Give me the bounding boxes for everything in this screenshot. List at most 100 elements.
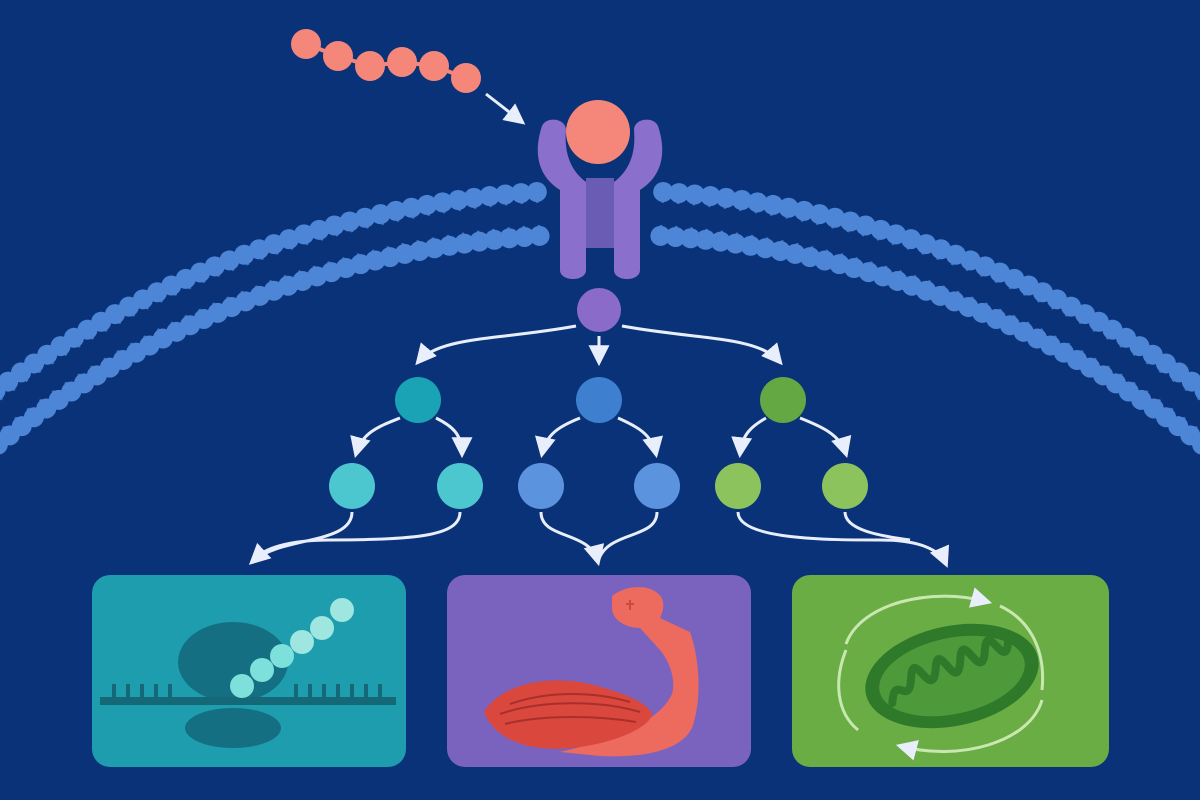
peptide-bead [290,630,314,654]
lipid-head [665,226,686,247]
ligand-bead [355,51,385,81]
lipid-head [740,235,761,256]
lipid-head [901,229,922,250]
lipid-head [755,238,776,259]
lipid-head [725,233,746,254]
lipid-head [653,181,674,202]
lipid-head [1194,382,1200,400]
peptide-bead [230,674,254,698]
lipid-head [695,229,716,250]
lipid-head [401,197,422,218]
lipid-head [424,238,445,259]
teal-kinase-node [395,377,441,423]
lipid-head [511,183,532,204]
adaptor-node [577,288,621,332]
lipid-head [463,187,484,208]
muscle-fibers [499,693,641,725]
cell-membrane [0,181,1200,455]
peptide-bead [330,598,354,622]
lipid-head [716,187,737,208]
receptor-right-arm [614,119,663,279]
lipid-head [763,194,784,215]
lipid-head [824,207,845,228]
lipid-head [355,207,376,228]
cycle-arrow-top [844,587,993,645]
ligand-bead [419,51,449,81]
cycle-arrow-left [837,649,859,732]
cycle-arrow-bottom [895,699,1044,761]
lipid-head [650,225,671,246]
blue-kinase-node [576,377,622,423]
green-effector-node-right [822,463,868,509]
lipid-head [526,181,547,202]
lipid-head [1192,434,1200,455]
teal-effector-node-left [329,463,375,509]
lipid-head [710,231,731,252]
blue-branch [518,377,680,509]
mitochondrion-inner [879,635,1025,717]
receptor-icon [537,100,663,279]
lipid-head [770,240,791,261]
green-branch [715,377,868,509]
forearm-fist [560,587,699,757]
lipid-head [499,228,520,249]
ligand-bead [323,41,353,71]
ligand-bead [291,29,321,59]
lipid-head [840,211,861,232]
peptide-bead [270,644,294,668]
ligand-binding-arrow [485,92,526,125]
lipid-head [778,197,799,218]
lipid-head [885,224,906,245]
lipid-head [454,233,475,254]
lipid-head [794,200,815,221]
mrna-strand [100,697,396,705]
lipid-head [1181,371,1200,392]
lipid-head [469,231,490,252]
lipid-head [514,226,535,247]
lipid-head [309,219,330,240]
green-effector-node-left [715,463,761,509]
lipid-head [700,186,721,207]
lipid-head [324,215,345,236]
mitochondrion-cycle-icon [837,587,1045,761]
lipid-head [529,225,550,246]
lipid-head [294,224,315,245]
ribosome-small-subunit [185,708,281,748]
lipid-head [809,204,830,225]
peptide-chain [230,598,354,698]
ligand-bead [387,47,417,77]
lipid-head [448,190,469,211]
lipid-head [432,192,453,213]
teal-effector-node-right [437,463,483,509]
ligand-beads [291,29,481,93]
codon-ticks [112,684,382,697]
outcome-arrows [248,511,950,568]
cycle-arrow-right [999,604,1045,691]
peptide-bead [310,616,334,640]
lipid-head [684,184,705,205]
ligand-bead [451,63,481,93]
receptor-left-arm [537,119,586,279]
mitochondrion-cristae [888,636,1013,708]
green-kinase-node [760,377,806,423]
lipid-head [263,234,284,255]
lipid-head [731,190,752,211]
membrane-lipid-heads [0,181,1200,455]
flexed-muscle-arm-icon [484,587,699,757]
outcome-box-translation [92,575,406,767]
lipid-head [680,228,701,249]
lipid-head [870,219,891,240]
lipid-head [479,186,500,207]
ligand-chain-icon [291,29,481,93]
lipid-head [668,183,689,204]
lipid-head [409,240,430,261]
cascade-arrows [350,416,852,459]
fist-fingers [626,600,634,610]
ribosome-translation-icon [100,598,396,748]
lipid-head [339,211,360,232]
lipid-head [370,204,391,225]
blue-effector-node-left [518,463,564,509]
lipid-head [394,243,415,264]
